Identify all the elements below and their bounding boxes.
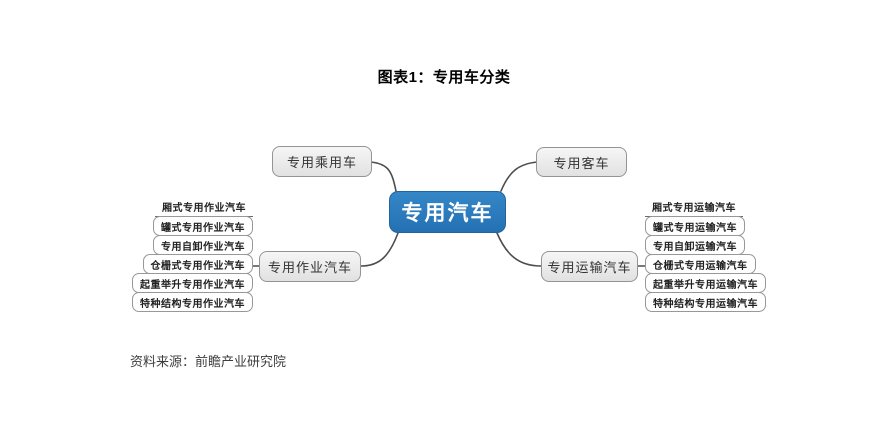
leaf-node-transport-special-structure: 特种结构专用运输汽车 [645, 292, 766, 312]
source-note: 资料来源：前瞻产业研究院 [130, 354, 287, 369]
branch-node-passenger-car: 专用乘用车 [272, 146, 372, 177]
center-node: 专用汽车 [389, 191, 506, 233]
branch-node-work-vehicle: 专用作业汽车 [259, 251, 361, 282]
leaf-node-work-dump: 专用自卸作业汽车 [153, 235, 253, 255]
branch-node-bus: 专用客车 [536, 147, 627, 177]
link-center-bus [500, 161, 538, 192]
leaf-node-transport-tank: 罐式专用运输汽车 [645, 216, 745, 236]
leaf-node-transport-lifting: 起重举升专用运输汽车 [645, 273, 766, 293]
leaf-node-work-stake: 仓栅式专用作业汽车 [142, 254, 253, 274]
branch-node-transport-vehicle: 专用运输汽车 [541, 251, 638, 282]
chart-title: 图表1：专用车分类 [377, 69, 511, 86]
leaf-node-work-special-structure: 特种结构专用作业汽车 [132, 292, 253, 312]
link-center-work [360, 232, 399, 267]
leaf-node-transport-van: 厢式专用运输汽车 [645, 197, 743, 217]
leaf-node-work-van: 厢式专用作业汽车 [155, 197, 253, 217]
leaf-node-work-lifting: 起重举升专用作业汽车 [132, 273, 253, 293]
leaf-node-transport-dump: 专用自卸运输汽车 [645, 235, 745, 255]
link-center-passenger [370, 161, 397, 192]
work-items-column: 厢式专用作业汽车 罐式专用作业汽车 专用自卸作业汽车 仓栅式专用作业汽车 起重举… [132, 197, 253, 312]
link-center-transport [496, 232, 542, 267]
transport-items-column: 厢式专用运输汽车 罐式专用运输汽车 专用自卸运输汽车 仓栅式专用运输汽车 起重举… [645, 197, 766, 312]
leaf-node-transport-stake: 仓栅式专用运输汽车 [645, 254, 756, 274]
leaf-node-work-tank: 罐式专用作业汽车 [153, 216, 253, 236]
